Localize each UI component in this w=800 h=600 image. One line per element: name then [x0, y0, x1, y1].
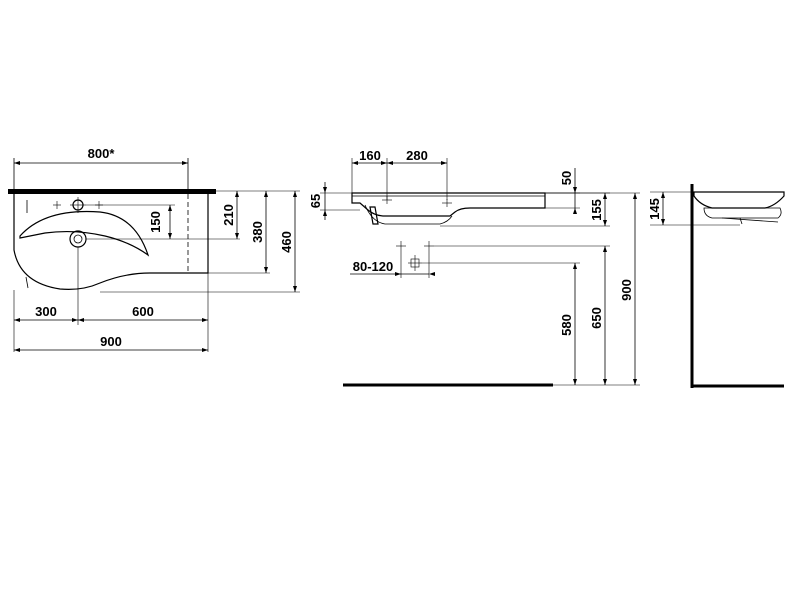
side-basin-profile: [693, 191, 785, 209]
side-view: 145: [647, 184, 785, 388]
waste-marker-1: [396, 241, 406, 251]
dim-65: 65: [308, 194, 323, 208]
plan-view: 800* 150 210 380 460: [8, 146, 300, 352]
drain-circle-inner: [73, 234, 83, 244]
dim-155: 155: [589, 199, 604, 221]
dim-150: 150: [148, 211, 163, 233]
dim-580: 580: [559, 314, 574, 336]
dim-50: 50: [559, 171, 574, 185]
dim-650: 650: [589, 307, 604, 329]
bowl-outline: [19, 210, 150, 257]
dim-160: 160: [359, 148, 381, 163]
basin-top-edge: [8, 189, 216, 194]
front-rim: [351, 192, 546, 217]
front-hole-marker-2: [442, 199, 452, 207]
dim-145: 145: [647, 198, 662, 220]
dim-80-120: 80-120: [353, 259, 393, 274]
waste-marker-2: [424, 241, 434, 251]
front-view: 160 280 65 50 155: [308, 148, 640, 387]
dim-600: 600: [132, 304, 154, 319]
basin-outline: [13, 194, 209, 290]
side-hole-marker-left: [53, 201, 61, 209]
dim-300: 300: [35, 304, 57, 319]
waste-marker-3: [408, 255, 422, 271]
dim-460: 460: [279, 231, 294, 253]
drain-circle-outer: [69, 230, 87, 248]
dim-900-height: 900: [619, 279, 634, 301]
front-tap: [369, 206, 379, 225]
dim-800: 800*: [88, 146, 116, 161]
dim-280: 280: [406, 148, 428, 163]
dim-900-plan: 900: [100, 334, 122, 349]
dim-210: 210: [221, 204, 236, 226]
dim-380: 380: [250, 221, 265, 243]
